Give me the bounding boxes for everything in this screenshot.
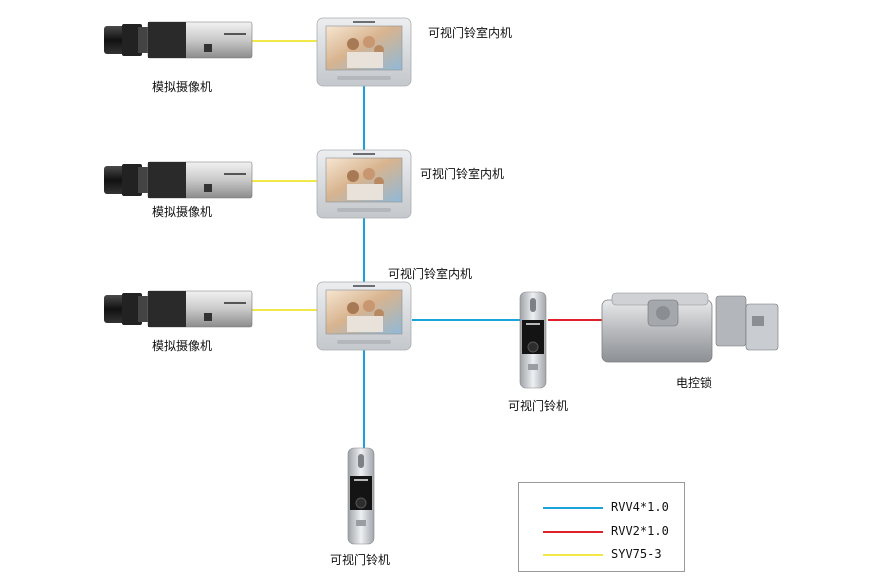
legend-label-rvv4: RVV4*1.0 [611, 500, 669, 514]
electric-lock-icon [601, 292, 779, 363]
doorbell-label-right: 可视门铃机 [508, 399, 569, 413]
box-camera-icon [103, 161, 253, 199]
indoor-monitor-2 [316, 149, 412, 219]
analog-camera-3 [103, 290, 253, 328]
legend-swatch-rvv4 [543, 507, 603, 509]
door-station-icon [519, 291, 547, 389]
legend-swatch-syv75 [543, 554, 603, 556]
door-station-right [519, 291, 547, 389]
indoor-monitor-1 [316, 17, 412, 87]
camera-label-1: 模拟摄像机 [152, 80, 213, 94]
legend-swatch-rvv2 [543, 531, 603, 533]
indoor-monitor-icon [316, 149, 412, 219]
analog-camera-2 [103, 161, 253, 199]
indoor-monitor-3 [316, 281, 412, 351]
doorbell-label-bottom: 可视门铃机 [330, 553, 391, 567]
legend-label-syv75: SYV75-3 [611, 547, 662, 561]
electric-lock [601, 292, 779, 363]
box-camera-icon [103, 21, 253, 59]
monitor-label-3: 可视门铃室内机 [388, 267, 473, 281]
legend-item-syv75: SYV75-3 [519, 546, 684, 564]
door-station-icon [347, 447, 375, 545]
monitor-label-1: 可视门铃室内机 [428, 26, 513, 40]
lock-label: 电控锁 [676, 376, 713, 390]
legend-label-rvv2: RVV2*1.0 [611, 524, 669, 538]
analog-camera-1 [103, 21, 253, 59]
camera-label-2: 模拟摄像机 [152, 205, 213, 219]
legend-item-rvv2: RVV2*1.0 [519, 523, 684, 541]
indoor-monitor-icon [316, 17, 412, 87]
door-station-bottom [347, 447, 375, 545]
camera-label-3: 模拟摄像机 [152, 339, 213, 353]
box-camera-icon [103, 290, 253, 328]
monitor-label-2: 可视门铃室内机 [420, 167, 505, 181]
legend-item-rvv4: RVV4*1.0 [519, 499, 684, 517]
indoor-monitor-icon [316, 281, 412, 351]
wire-legend: RVV4*1.0 RVV2*1.0 SYV75-3 [518, 482, 685, 572]
